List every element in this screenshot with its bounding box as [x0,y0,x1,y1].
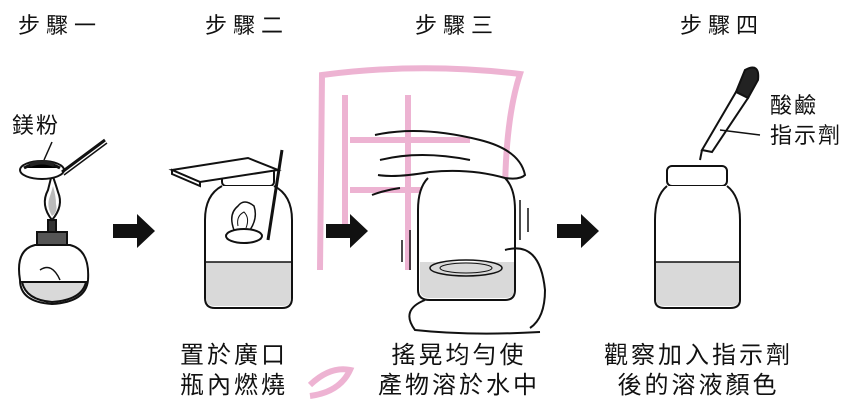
caption-line: 搖晃均勻使 [391,341,527,369]
spoon-icon [19,138,108,180]
hand-icon [371,130,547,335]
jar-icon [654,165,741,309]
step-1-title: 步驟一 [18,14,103,39]
arrow-right-icon [113,214,155,248]
indicator-label-line1: 酸鹼 [770,94,819,119]
jar-icon [168,149,293,309]
dropper-icon [699,66,761,161]
arrow-right-icon [326,214,368,248]
indicator-label-line2: 指示劑 [770,124,843,149]
caption-line: 瓶內燃燒 [180,371,288,399]
step-4-caption: 觀察加入指示劑 後的溶液顏色 [604,340,793,400]
step-2-caption: 置於廣口 瓶內燃燒 [180,340,288,400]
caption-line: 觀察加入指示劑 [604,341,793,369]
alcohol-lamp-icon [18,170,90,306]
step-3-title: 步驟三 [415,14,500,39]
step-4-title: 步驟四 [680,14,765,39]
step-3-caption: 搖晃均勻使 產物溶於水中 [378,340,540,400]
arrow-right-icon [557,214,599,248]
step-2-title: 步驟二 [205,14,290,39]
caption-line: 置於廣口 [180,341,288,369]
caption-line: 產物溶於水中 [378,371,540,399]
jar-icon [417,177,516,301]
magnesium-powder-label: 鎂粉 [12,114,61,139]
caption-line: 後的溶液顏色 [617,371,780,399]
